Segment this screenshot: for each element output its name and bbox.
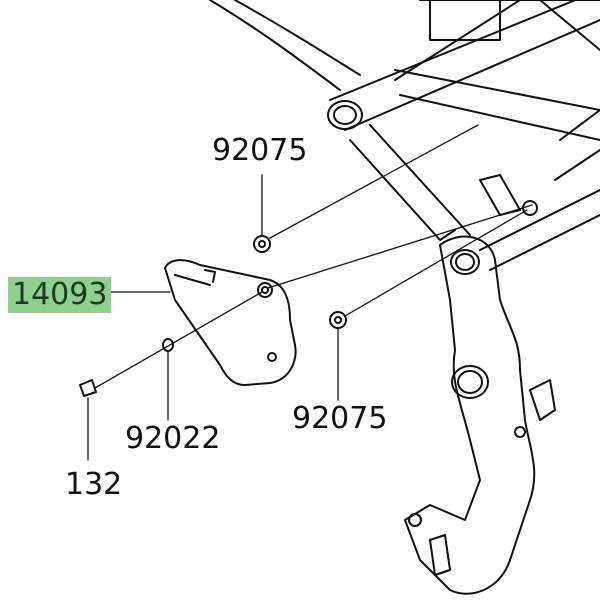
part-label-92075-bottom[interactable]: 92075 xyxy=(292,401,388,436)
cover-part-14093 xyxy=(164,259,297,386)
part-label-92022[interactable]: 92022 xyxy=(125,421,221,456)
frame-bracket xyxy=(404,200,556,595)
frame-tubes xyxy=(209,0,600,271)
bolt-132 xyxy=(79,379,97,397)
part-label-92075-top[interactable]: 92075 xyxy=(212,133,308,168)
grommet-92075-top xyxy=(253,235,271,253)
tube-end xyxy=(327,100,363,130)
part-label-132[interactable]: 132 xyxy=(65,467,123,502)
part-label-14093[interactable]: 14093 xyxy=(8,277,112,313)
washer-92022 xyxy=(162,338,174,352)
grommet-92075-bottom xyxy=(329,311,347,329)
